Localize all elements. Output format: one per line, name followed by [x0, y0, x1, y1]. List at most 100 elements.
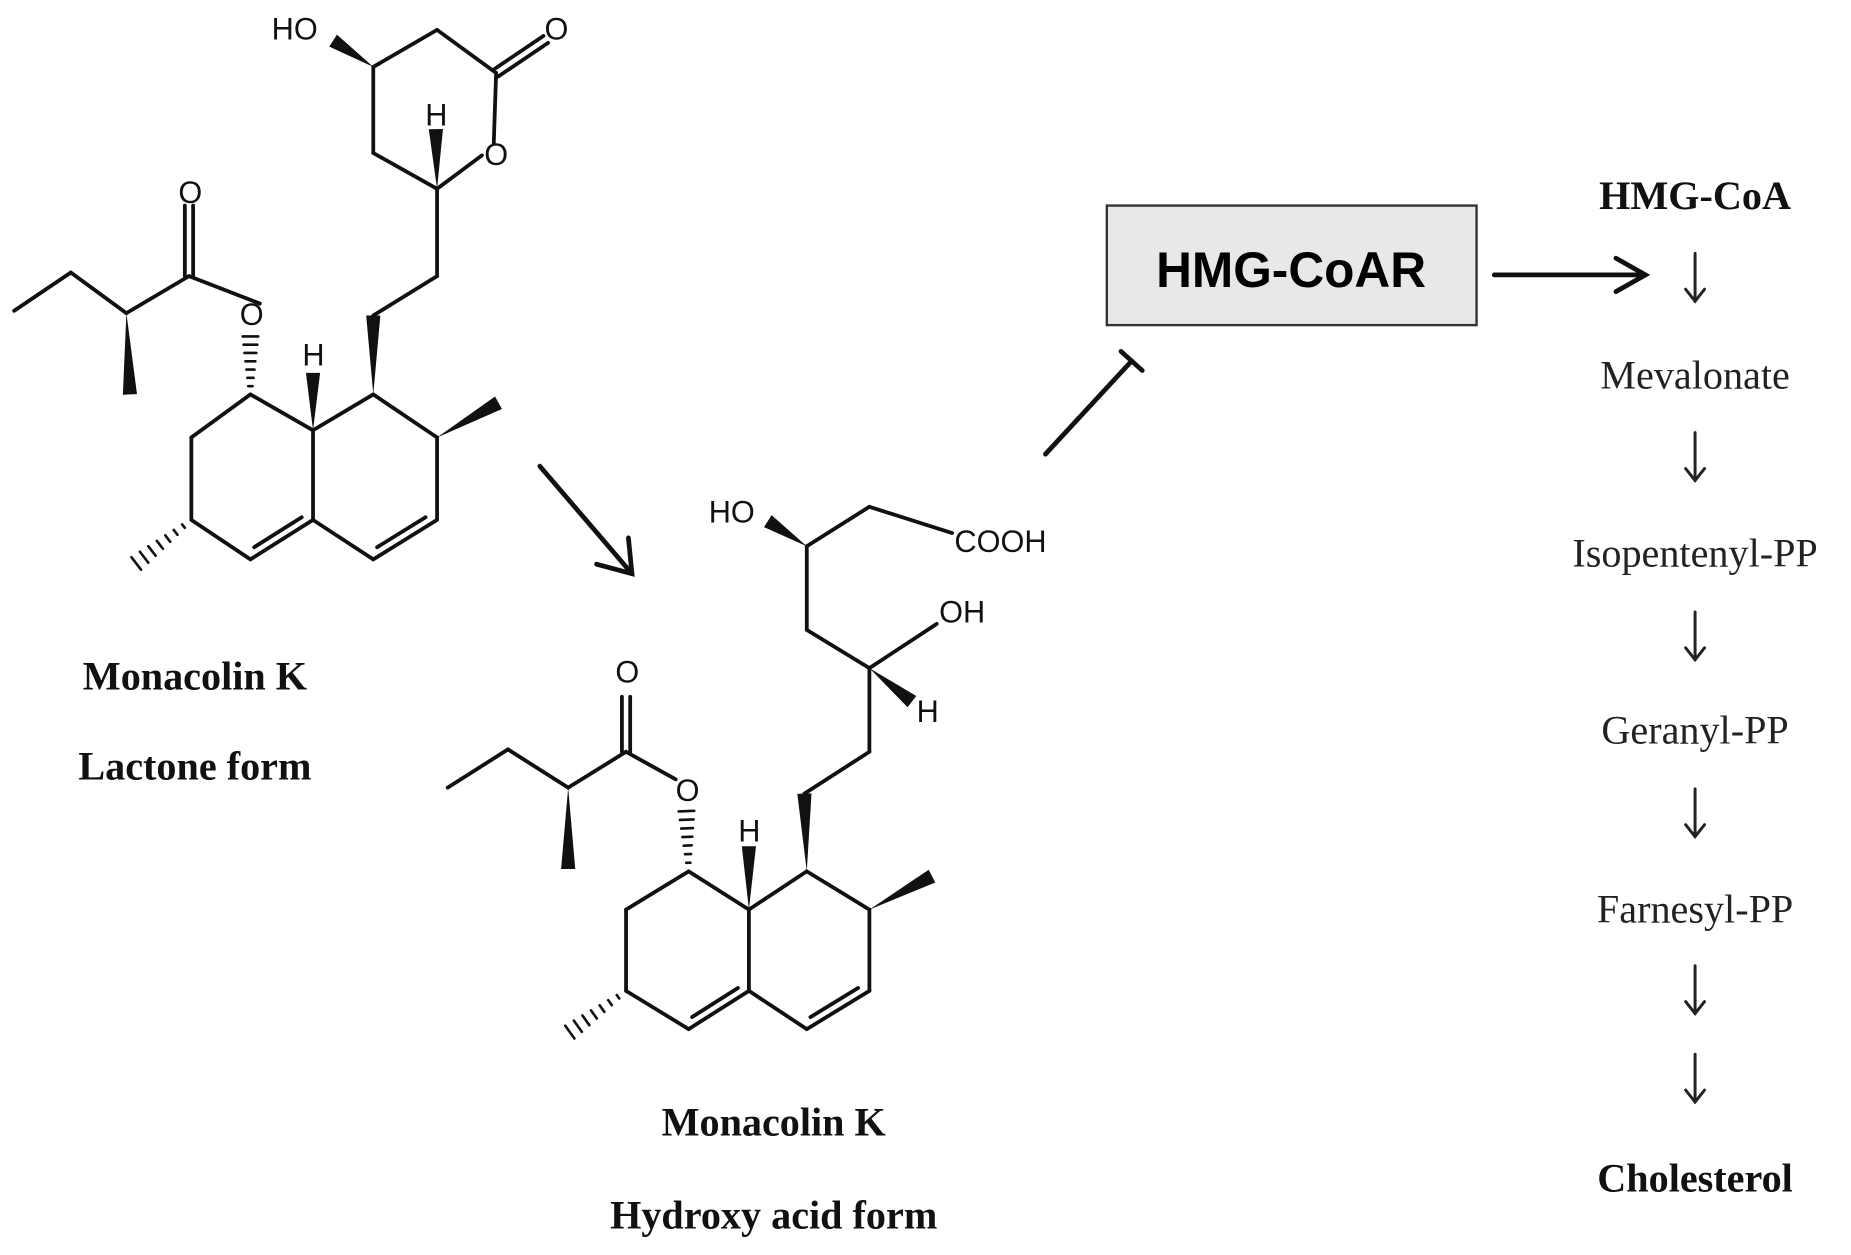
- atom-label-ho: HO: [709, 494, 755, 529]
- double-bond: [496, 41, 550, 79]
- single-bond: [747, 988, 809, 1032]
- double-bond: [491, 34, 546, 72]
- single-bond: [371, 151, 439, 191]
- hashed-bond-segment: [589, 1009, 599, 1020]
- single-bond: [624, 749, 678, 782]
- hashed-bond-segment: [138, 550, 150, 565]
- single-bond: [12, 270, 73, 313]
- atom-label-o: O: [484, 137, 508, 172]
- single-bond: [506, 747, 571, 790]
- single-bond: [435, 27, 499, 75]
- single-bond: [566, 749, 628, 790]
- mevalonate-pathway: HMG-CoA Mevalonate Isopentenyl-PP Gerany…: [1572, 173, 1817, 1201]
- atom-label-h: H: [738, 813, 760, 848]
- single-bond: [68, 270, 129, 316]
- single-bond: [189, 392, 253, 440]
- lactone-form-label: Lactone form: [78, 743, 311, 788]
- single-bond: [686, 988, 751, 1032]
- pathway-arrows: [1684, 251, 1707, 1105]
- down-arrow-icon: [1684, 787, 1707, 840]
- lactone-molecule: HO O O H O O H Monacolin K Lactone form: [78, 11, 568, 788]
- hashed-bond-segment: [563, 1024, 576, 1040]
- pathway-step-mevalonate: Mevalonate: [1600, 352, 1790, 397]
- hashed-bond-segment: [130, 555, 143, 571]
- atom-label-oh: OH: [939, 595, 985, 630]
- down-arrow-icon: [1684, 964, 1707, 1016]
- wedge-bond: [741, 846, 756, 910]
- single-bond: [804, 627, 872, 671]
- hmg-coar-enzyme-box: HMG-CoAR: [1105, 204, 1478, 327]
- inhibition-line: [1043, 349, 1145, 457]
- wedge-bond: [869, 869, 936, 910]
- pathway-step-cholesterol: Cholesterol: [1597, 1155, 1793, 1200]
- hashed-bond-segment: [572, 1019, 584, 1034]
- molecule-bonds: [12, 27, 954, 1040]
- single-bond: [686, 869, 751, 912]
- pathway-step-geranyl-pp: Geranyl-PP: [1601, 707, 1788, 752]
- single-bond: [867, 622, 939, 671]
- hashed-bond-segment: [598, 1003, 606, 1014]
- hashed-bond-segment: [606, 998, 614, 1007]
- atom-label-o: O: [240, 297, 264, 332]
- atom-label-cooh: COOH: [954, 524, 1046, 559]
- down-arrow-icon: [1684, 251, 1707, 304]
- atom-label-h: H: [425, 97, 447, 132]
- pathway-step-farnesyl-pp: Farnesyl-PP: [1597, 887, 1793, 932]
- wedge-bond: [437, 396, 502, 438]
- hashed-bond-segment: [172, 528, 179, 537]
- hashed-bond-segment: [147, 544, 157, 558]
- single-bond: [624, 869, 691, 912]
- down-arrow-icon: [1684, 431, 1707, 483]
- wedge-bond: [329, 34, 374, 67]
- pathway-step-hmg-coa: HMG-CoA: [1599, 173, 1791, 218]
- wedge-bond: [797, 793, 812, 872]
- atom-label-ho: HO: [272, 11, 318, 46]
- single-bond: [445, 747, 510, 790]
- wedge-bond: [122, 313, 138, 395]
- atom-label-h: H: [917, 694, 939, 729]
- single-bond: [311, 518, 376, 562]
- atom-label-o: O: [676, 773, 700, 808]
- double-bond-inner: [808, 986, 860, 1020]
- double-bond-inner: [690, 986, 740, 1019]
- single-bond: [435, 153, 484, 191]
- single-bond: [187, 274, 262, 306]
- hydroxy-acid-molecule: HO COOH OH H O O H Monacolin K Hydroxy a…: [610, 494, 1046, 1238]
- atom-label-o: O: [178, 175, 202, 210]
- single-bond: [371, 392, 439, 440]
- hashed-bond-segment: [180, 523, 187, 530]
- single-bond: [802, 749, 872, 796]
- wedge-bond: [428, 128, 443, 189]
- single-bond: [248, 518, 315, 562]
- atom-label-o: O: [545, 11, 569, 46]
- catalysis-arrow: [1491, 255, 1651, 295]
- hydroxy-acid-form-label: Hydroxy acid form: [610, 1192, 937, 1237]
- hashed-bond-segment: [677, 809, 696, 813]
- single-bond: [248, 392, 315, 433]
- single-bond: [189, 518, 253, 562]
- lactone-compound-name: Monacolin K: [83, 653, 308, 698]
- wedge-bond: [561, 787, 576, 869]
- down-arrow-icon: [1684, 610, 1707, 663]
- single-bond: [804, 988, 872, 1032]
- hashed-bond-segment: [163, 534, 172, 544]
- double-bond-inner: [252, 515, 304, 550]
- single-bond: [491, 70, 499, 146]
- enzyme-label: HMG-CoAR: [1156, 242, 1426, 298]
- single-bond: [124, 274, 191, 316]
- single-bond: [747, 869, 809, 912]
- single-bond: [624, 988, 691, 1032]
- wedge-bond: [763, 515, 807, 547]
- single-bond: [371, 27, 439, 69]
- single-bond: [311, 392, 376, 433]
- single-bond: [371, 274, 439, 318]
- atom-label-h: H: [302, 338, 324, 373]
- single-bond: [804, 504, 872, 549]
- atom-label-o: O: [615, 654, 639, 689]
- double-bond-inner: [375, 515, 428, 550]
- wedge-bond: [366, 315, 381, 395]
- hashed-bond-segment: [581, 1014, 591, 1027]
- wedge-bond: [305, 372, 321, 431]
- conversion-arrow: [537, 463, 635, 577]
